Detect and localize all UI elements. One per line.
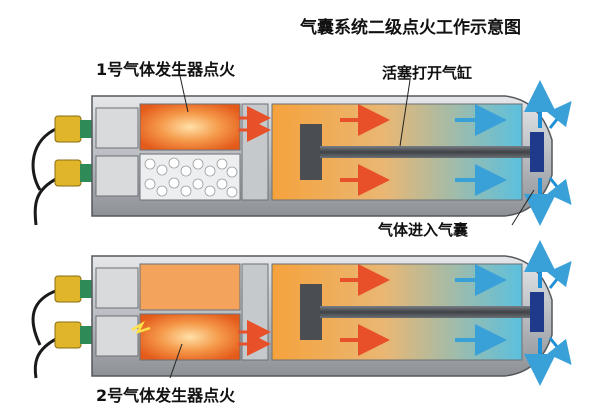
inflator-top [31, 75, 572, 226]
wire [31, 288, 59, 346]
label-gas-into-airbag: 气体进入气囊 [378, 221, 469, 239]
diagram-title: 气囊系统二级点火工作示意图 [300, 18, 521, 38]
propellant-pellets [144, 157, 238, 198]
leader-line [169, 343, 183, 379]
initiator [95, 155, 139, 197]
chamber-2-burning [139, 313, 241, 361]
leader-line [399, 79, 411, 147]
ignition-spark-icon [131, 320, 151, 335]
connector-seal [80, 326, 94, 344]
divider-wall [241, 263, 269, 361]
leader-line [511, 189, 535, 226]
exit-arrow-icon [547, 260, 572, 289]
connector [54, 321, 82, 349]
initiator [95, 107, 139, 149]
connector [54, 159, 82, 187]
exit-arrow-icon [547, 337, 572, 366]
initiator [95, 315, 139, 357]
exit-arrow-icon [547, 100, 572, 129]
piston-rod [320, 306, 532, 318]
chamber-1-spent [139, 263, 241, 311]
wire [31, 126, 59, 191]
piston-head [300, 124, 322, 180]
connector-seal [80, 164, 94, 182]
connector [54, 115, 82, 143]
label-piston: 活塞打开气缸 [382, 64, 473, 82]
inflator-bottom [31, 240, 572, 386]
label-generator-1: 1号气体发生器点火 [96, 60, 236, 79]
piston-seal [530, 132, 544, 172]
piston-head [300, 284, 322, 340]
piston-seal [530, 292, 544, 332]
piston-rod [320, 146, 532, 158]
connector [54, 275, 82, 303]
wire [33, 176, 59, 226]
wire [33, 336, 59, 379]
leader-line [179, 75, 189, 113]
chamber-1-burning [139, 103, 241, 151]
exit-arrow-icon [547, 177, 572, 206]
connector-seal [80, 280, 94, 298]
initiator [95, 267, 139, 309]
connector-seal [80, 120, 94, 138]
label-generator-2: 2号气体发生器点火 [96, 386, 236, 405]
